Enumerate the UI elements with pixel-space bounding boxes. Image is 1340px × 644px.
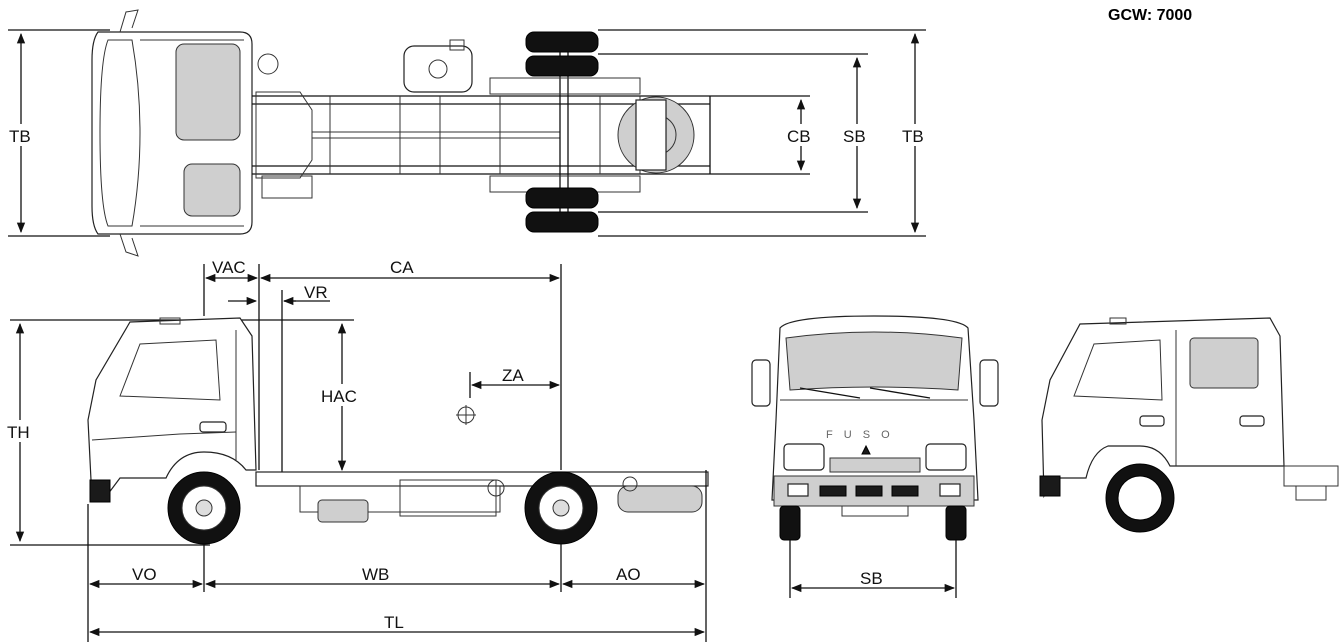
th-label: TH (7, 423, 30, 442)
left-mirror (751, 359, 771, 407)
wb-label: WB (362, 565, 389, 584)
driver-seat (175, 43, 241, 141)
rear-tyre-left-inner (525, 55, 599, 77)
fuel-tank (403, 45, 473, 93)
rear-tyre-right-inner (525, 187, 599, 209)
front-left-tyre (779, 505, 801, 541)
vo-label: VO (132, 565, 157, 584)
front-grille (829, 457, 921, 473)
front-view: F U S O SB (751, 315, 999, 598)
vr-label: VR (304, 283, 328, 302)
vac-label: VAC (212, 258, 246, 277)
ca-label: CA (390, 258, 414, 277)
front-right-tyre (945, 505, 967, 541)
rear-door-window (1189, 337, 1259, 389)
windshield (785, 331, 963, 391)
sb-top-label: SB (843, 127, 866, 146)
za-label: ZA (502, 366, 524, 385)
rear-tyre-right-outer (525, 211, 599, 233)
cb-label: CB (787, 127, 811, 146)
rear-tyre-left-outer (525, 31, 599, 53)
right-mirror (979, 359, 999, 407)
crew-cab-view (1039, 317, 1339, 533)
tl-label: TL (384, 613, 404, 632)
top-view: TB (8, 9, 929, 257)
side-spare-wheel (617, 485, 703, 513)
tb-left-label: TB (9, 127, 31, 146)
cab-side (87, 317, 257, 501)
tb-right-label: TB (902, 127, 924, 146)
side-view: VAC CA VR HAC ZA TH (6, 258, 709, 642)
sb-front-label: SB (860, 569, 883, 588)
hac-label: HAC (321, 387, 357, 406)
chassis-side (255, 471, 709, 487)
fuso-brand: F U S O (826, 429, 894, 441)
ao-label: AO (616, 565, 641, 584)
passenger-seat (183, 163, 241, 217)
gcw-label: GCW: 7000 (1108, 7, 1193, 24)
